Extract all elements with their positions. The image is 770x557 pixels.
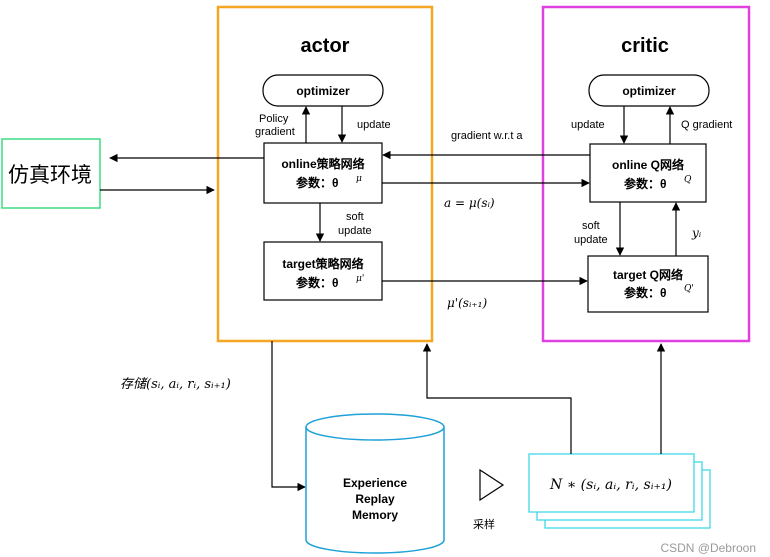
actor-container: [216, 5, 434, 343]
actor-online-network-box: [263, 142, 383, 204]
actor-online-network-name: online策略网络: [281, 156, 364, 171]
actor-update-label: update: [357, 119, 391, 131]
critic-soft-update-label-line1: soft: [582, 220, 600, 232]
critic-yi-label: yᵢ: [691, 226, 702, 240]
critic-online-network-box: [589, 143, 707, 203]
critic-optimizer-box: [588, 74, 710, 107]
minibatch-label: N ∗ (sᵢ, aᵢ, rᵢ, sᵢ₊₁): [549, 477, 672, 493]
actor-title: actor: [301, 35, 350, 57]
store-arrow: [271, 341, 306, 492]
actor-target-param-label: 参数：θ: [296, 275, 339, 290]
watermark: CSDN @Debroon: [660, 541, 756, 555]
actor-optimizer-box: [262, 74, 384, 107]
sample-triangle-icon: [479, 468, 505, 502]
replay-memory-label-line1: Experience: [343, 476, 407, 490]
environment-label: 仿真环境: [8, 164, 92, 187]
critic-target-network-name: target Q网络: [613, 267, 683, 282]
critic-online-param-label: 参数：θ: [624, 176, 667, 191]
environment-box: [1, 138, 101, 209]
actor-online-param-label: 参数：θ: [296, 175, 339, 190]
actor-online-param-superscript: μ: [356, 174, 362, 184]
actor-target-network-box: [263, 241, 383, 301]
replay-memory-label-line2: Replay: [355, 492, 395, 506]
gradient-wrt-a-label: gradient w.r.t a: [451, 130, 523, 142]
critic-update-label: update: [571, 119, 605, 131]
minibatch-stack: [528, 453, 711, 529]
actor-optimizer-label: optimizer: [296, 84, 350, 98]
critic-title: critic: [621, 35, 669, 57]
policy-gradient-label-line1: Policy: [259, 113, 289, 125]
actor-target-network-name: target策略网络: [282, 256, 363, 271]
sample-label: 采样: [473, 517, 495, 531]
target-action-label: μ'(sᵢ₊₁): [447, 296, 487, 310]
policy-gradient-label-line2: gradient: [255, 126, 295, 138]
critic-q-gradient-label: Q gradient: [681, 119, 732, 131]
critic-target-param-label: 参数：θ: [624, 285, 667, 300]
sample-to-actor-arrow: [422, 343, 572, 454]
critic-online-network-name: online Q网络: [612, 157, 684, 172]
action-label: a = μ(sᵢ): [444, 196, 495, 210]
replay-memory-cylinder: [305, 413, 445, 554]
critic-target-param-superscript: Q': [684, 284, 694, 294]
critic-optimizer-label: optimizer: [622, 84, 676, 98]
store-label: 存储(sᵢ, aᵢ, rᵢ, sᵢ₊₁): [120, 377, 231, 392]
critic-target-network-box: [587, 255, 709, 313]
critic-soft-update-label-line2: update: [574, 234, 608, 246]
actor-soft-update-label-line2: update: [338, 225, 372, 237]
actor-soft-update-label-line1: soft: [346, 211, 364, 223]
replay-memory-label-line3: Memory: [352, 508, 398, 522]
critic-container: [541, 5, 751, 343]
actor-target-param-superscript: μ': [356, 274, 364, 284]
critic-online-param-superscript: Q: [684, 175, 692, 185]
